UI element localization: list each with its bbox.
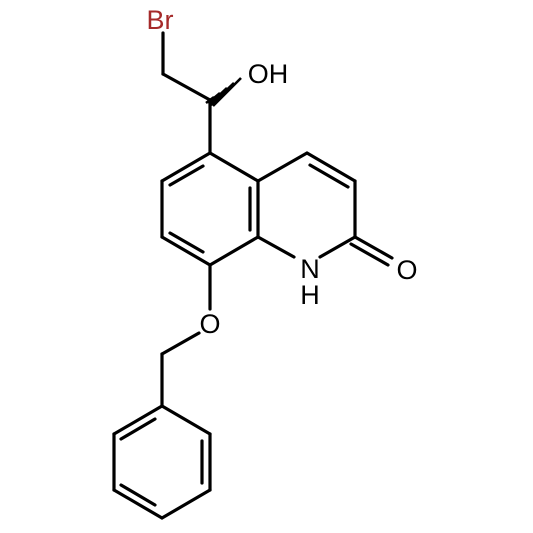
bond-c2-o-b	[349, 242, 390, 267]
bond-c7-c8	[160, 235, 212, 267]
atom-br: Br	[147, 5, 174, 35]
bond-c4-c3	[305, 151, 357, 183]
atom-carbonyl-o: O	[396, 255, 417, 285]
bond-ph-6-inner	[119, 417, 157, 441]
bond-ph-3	[160, 488, 212, 520]
atom-oh: OH	[248, 59, 289, 89]
bond-c8-c8a	[208, 235, 260, 267]
bond-n1-c8a	[256, 235, 296, 259]
bond-c7-c8-inner	[168, 231, 205, 254]
bond-c4a-c5	[208, 151, 260, 183]
bond-c6-c6-inner	[168, 164, 205, 187]
bond-c5-c6	[160, 151, 212, 183]
hashed-wedge-oh	[205, 77, 242, 107]
bond-c2-n1	[318, 235, 357, 259]
bond-ph-6	[112, 404, 164, 436]
bond-c4-c3-inner	[308, 163, 350, 189]
atom-nh-h: H	[300, 280, 320, 310]
bond-o-ch2	[160, 331, 201, 356]
bond-ph-4-inner	[119, 483, 157, 507]
atom-ether-o: O	[199, 309, 220, 339]
bond-ph-1	[160, 404, 212, 436]
atom-nh-n: N	[300, 254, 320, 284]
bond-c4a-c4	[256, 151, 309, 183]
bond-c2-o-a	[353, 235, 394, 260]
bond-ph-4	[112, 488, 164, 520]
bond-ch2-choh	[161, 72, 212, 102]
